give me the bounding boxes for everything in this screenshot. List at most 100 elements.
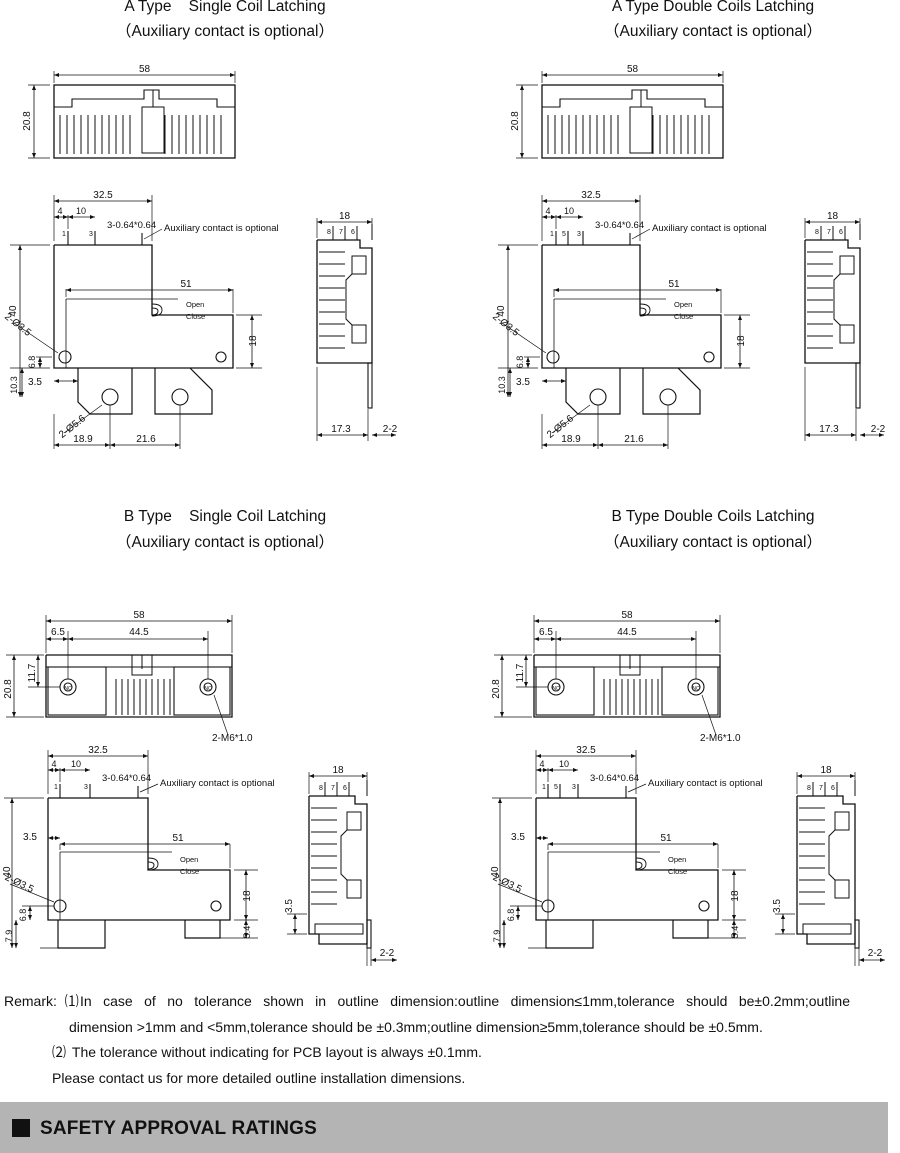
drawing-subtitle: （Auxiliary contact is optional） xyxy=(604,23,822,40)
close-label: Close xyxy=(180,867,199,876)
arrow-head xyxy=(500,655,504,660)
outline-shape xyxy=(804,239,861,364)
outline-rect xyxy=(855,362,861,409)
dimension-label: 10 xyxy=(564,206,574,216)
outline-line xyxy=(627,783,647,793)
remark-line-1: Remark: ⑴ xyxy=(4,994,850,1008)
dimension-label: 3-0.64*0.64 xyxy=(102,773,151,784)
drawing-b-single: B Type Single Coil Latching （Auxiliary c… xyxy=(0,500,450,1000)
arrow-head xyxy=(38,357,42,362)
dimension-label: 5.4 xyxy=(242,926,252,939)
arrow-head xyxy=(556,637,561,641)
arrow-head xyxy=(713,842,718,846)
dimension-label: 44.5 xyxy=(617,627,637,638)
outline-line xyxy=(13,322,59,354)
outline-shape xyxy=(542,89,723,108)
arrow-head xyxy=(498,798,502,803)
dimension-label: 32.5 xyxy=(576,745,596,756)
dimension-label: 2-2 xyxy=(383,424,398,435)
outline-rect xyxy=(351,255,367,275)
dimension-label: 3.5 xyxy=(511,832,525,843)
dimension-label: 40 xyxy=(8,305,19,317)
dimension-label: 10 xyxy=(559,759,569,769)
arrow-head xyxy=(502,943,506,948)
arrow-head xyxy=(732,933,736,938)
arrow-head xyxy=(230,73,235,77)
arrow-head xyxy=(60,842,65,846)
arrow-head xyxy=(363,433,368,437)
section-header-bar: SAFETY APPROVAL RATINGS xyxy=(0,1102,888,1153)
thread-label: 2-M6*1.0 xyxy=(212,733,253,744)
remark-contact: Please contact us for more detailed outl… xyxy=(52,1070,466,1086)
arrow-head xyxy=(54,379,59,383)
dimension-label: 32.5 xyxy=(581,190,601,201)
outline-rect xyxy=(834,879,850,899)
outline-rect xyxy=(346,811,362,831)
square-bullet-icon xyxy=(12,1119,30,1137)
dimension-label: NC xyxy=(64,686,72,692)
outline-shape xyxy=(833,273,841,326)
arrow-head xyxy=(18,245,22,250)
mounting-hole xyxy=(703,351,715,363)
arrow-head xyxy=(14,943,18,948)
dimension-label: 7 xyxy=(827,229,831,236)
arrow-head xyxy=(718,73,723,77)
outline-shape xyxy=(541,244,722,369)
dimension-label: 32.5 xyxy=(93,190,113,201)
arrow-head xyxy=(391,433,396,437)
arrow-head xyxy=(534,619,539,623)
outline-rect xyxy=(314,923,364,935)
arrow-head xyxy=(20,392,24,397)
mounting-hole xyxy=(58,350,72,364)
arrow-head xyxy=(500,712,504,717)
outline-line xyxy=(139,783,159,793)
close-label: Close xyxy=(186,312,205,321)
remark-item-1-line-2: dimension >1mm and <5mm,tolerance should… xyxy=(69,1019,763,1035)
threaded-hole xyxy=(203,682,213,692)
arrow-head xyxy=(516,906,520,911)
terminal-hole xyxy=(659,388,677,406)
arrow-head xyxy=(105,443,110,447)
arrow-head xyxy=(520,153,524,158)
outline-shape xyxy=(184,920,221,939)
dimension-label: 17.3 xyxy=(331,424,351,435)
dimension-label: 3 xyxy=(84,784,88,791)
dimension-label: 10.3 xyxy=(9,376,19,394)
remark-item-1-line-1: In case of no tolerance shown in outline… xyxy=(80,993,850,1009)
outline-shape xyxy=(53,244,234,369)
switch-contact-mark xyxy=(147,857,159,871)
arrow-head xyxy=(55,836,60,840)
dimension-label: 2-Ø3.5 xyxy=(3,872,36,895)
arrow-head xyxy=(797,774,802,778)
arrow-head xyxy=(598,443,603,447)
outline-line xyxy=(143,228,163,240)
arrow-head xyxy=(781,914,785,919)
dimension-label: 6.5 xyxy=(539,627,553,638)
dimension-label: 21.6 xyxy=(136,434,156,445)
open-label: Open xyxy=(674,300,692,309)
threaded-hole xyxy=(63,682,73,692)
dimension-label: 3.5 xyxy=(516,377,530,388)
arrow-head xyxy=(561,379,566,383)
drawing-a-double: A Type Double Coils Latching （Auxiliary … xyxy=(488,0,900,500)
close-label: Close xyxy=(668,867,687,876)
arrow-head xyxy=(293,914,297,919)
arrow-head xyxy=(20,368,24,373)
dimension-label: 3 xyxy=(572,784,576,791)
arrow-head xyxy=(542,443,547,447)
arrow-head xyxy=(85,768,90,772)
outline-shape xyxy=(796,795,856,945)
dimension-label: 8 xyxy=(815,229,819,236)
dimension-label: 6 xyxy=(839,229,843,236)
dimension-label: 6 xyxy=(351,229,355,236)
dimension-label: 6.8 xyxy=(515,356,525,369)
dimension-label: 4 xyxy=(545,206,550,216)
aux-note: Auxiliary contact is optional xyxy=(652,223,767,234)
arrow-head xyxy=(90,215,95,219)
arrow-head xyxy=(28,915,32,920)
switch-contact-mark xyxy=(151,303,163,317)
dimension-label: 11.7 xyxy=(515,663,526,682)
dimension-label: 18 xyxy=(339,211,351,222)
arrow-head xyxy=(48,836,53,840)
